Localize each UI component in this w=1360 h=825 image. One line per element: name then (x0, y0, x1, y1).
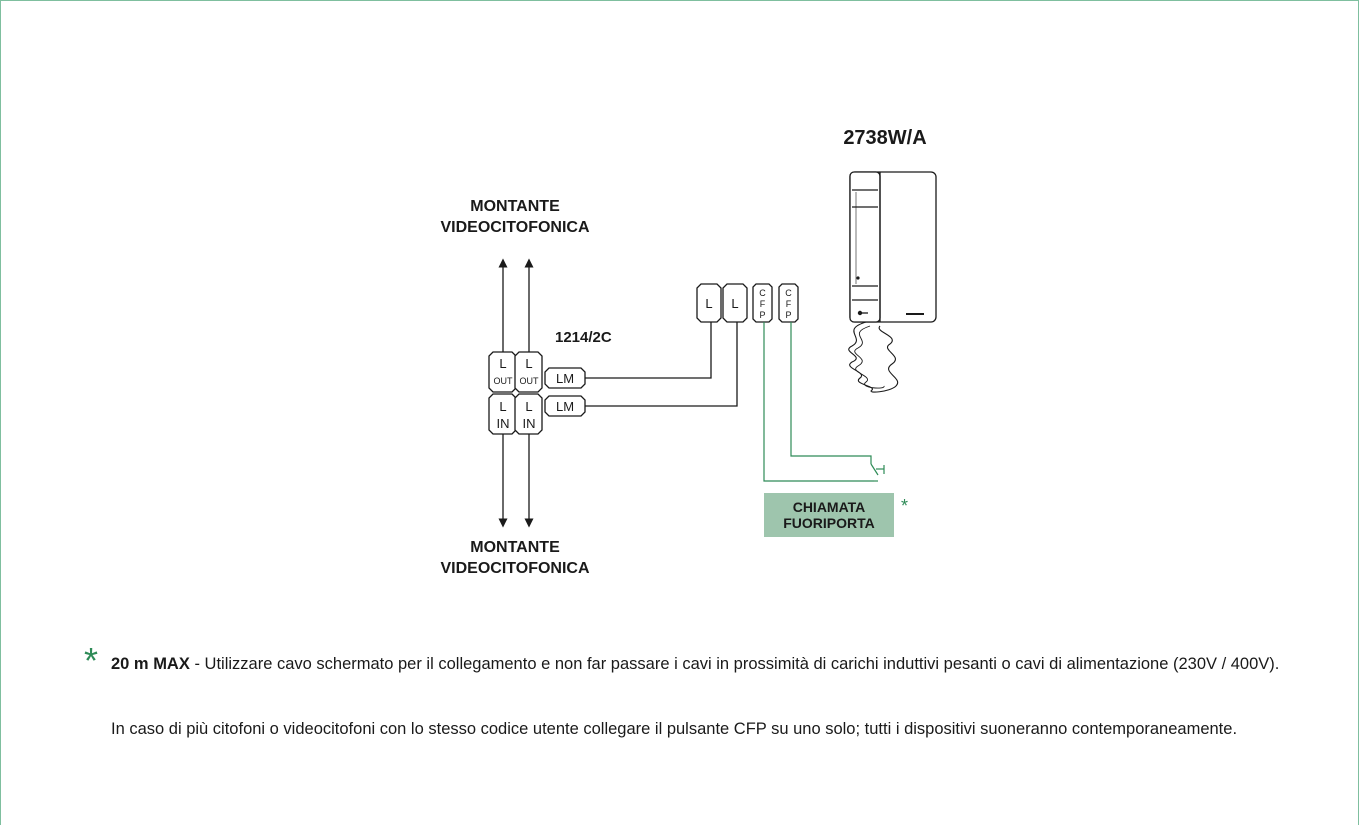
riser-wires (498, 258, 534, 528)
cfp2-f: F (786, 299, 792, 309)
l-in-left-in: IN (497, 416, 510, 431)
cfp1-f: F (760, 299, 766, 309)
l-out-left-l: L (499, 356, 506, 371)
lm-top-label: LM (556, 371, 574, 386)
model-label: 2738W/A (843, 127, 927, 149)
note-paragraph-2: In caso di più citofoni o videocitofoni … (111, 720, 1238, 738)
note-max-length: 20 m MAX (111, 655, 190, 673)
device-terminal-labels: L L C F P C F P (705, 288, 792, 320)
call-box-line1: CHIAMATA (792, 499, 866, 515)
riser-bottom-line1: MONTANTE (470, 539, 560, 556)
cfp1-p: P (759, 310, 765, 320)
l-in-right-l: L (525, 399, 532, 414)
riser-top-line2: VIDEOCITOFONICA (440, 219, 590, 236)
line-wires (585, 322, 738, 407)
distributor-labels: L OUT L OUT L IN L IN LM LM (494, 356, 575, 431)
device-l2-label: L (731, 296, 738, 311)
lm-bottom-label: LM (556, 399, 574, 414)
l-in-left-l: L (499, 399, 506, 414)
riser-label-bottom: MONTANTE VIDEOCITOFONICA (400, 537, 630, 579)
cfp2-p: P (785, 310, 791, 320)
cfp1-c: C (759, 288, 766, 298)
cfp-wires (763, 322, 885, 482)
riser-top-line1: MONTANTE (470, 198, 560, 215)
l-out-left-out: OUT (494, 376, 514, 386)
intercom-handset (848, 171, 937, 393)
distributor-1214-2c (488, 351, 586, 435)
device-terminals (696, 283, 799, 323)
note-paragraph-1: 20 m MAX - Utilizzare cavo schermato per… (111, 654, 1296, 675)
call-box-line2: FUORIPORTA (783, 515, 875, 531)
l-out-right-l: L (525, 356, 532, 371)
distributor-code: 1214/2C (555, 329, 612, 346)
cfp2-c: C (785, 288, 792, 298)
external-call-box: CHIAMATA FUORIPORTA (764, 493, 894, 537)
l-in-right-in: IN (523, 416, 536, 431)
note-text-1: - Utilizzare cavo schermato per il colle… (189, 655, 1280, 673)
call-asterisk: * (901, 496, 909, 516)
riser-bottom-line2: VIDEOCITOFONICA (440, 560, 590, 577)
note-asterisk: * (84, 640, 99, 681)
l-out-right-out: OUT (520, 376, 540, 386)
device-l1-label: L (705, 296, 712, 311)
riser-label-top: MONTANTE VIDEOCITOFONICA (400, 196, 630, 238)
